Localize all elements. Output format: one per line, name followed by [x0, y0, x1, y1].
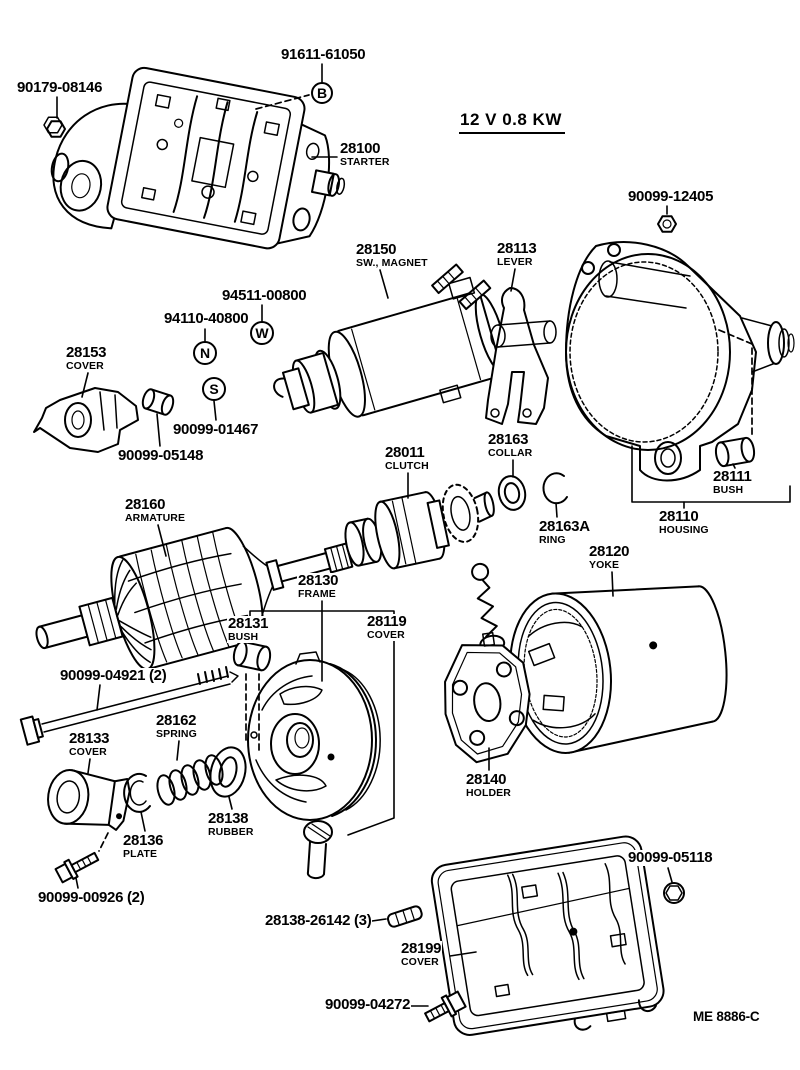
- bolt-symbol-letter: B: [317, 85, 327, 101]
- bush-28111-drawing: [714, 436, 756, 468]
- nut-90179-drawing: [43, 116, 66, 138]
- bush-05148-drawing: [141, 388, 175, 416]
- screw-symbol-letter: S: [209, 381, 218, 397]
- leader-28111: [732, 463, 736, 469]
- drawing-code: ME 8886-C: [693, 1009, 760, 1024]
- rubber-drawing: [209, 746, 247, 798]
- bolt-00926-drawing: [54, 851, 100, 884]
- leader-28162: [176, 740, 180, 761]
- dashed-cover-bolt: [98, 832, 109, 852]
- label-bolt-91611: 91611-61050: [280, 46, 367, 63]
- leader-28133: [87, 758, 91, 774]
- label-bush-05148: 90099-05148: [117, 447, 205, 464]
- leader-28113: [510, 268, 516, 292]
- leader-28150: [379, 269, 389, 299]
- label-bolt-04272: 90099-04272: [324, 996, 412, 1013]
- leader-28163A: [555, 502, 558, 518]
- cover-28153-drawing: [33, 387, 139, 453]
- label-nut-05118: 90099-05118: [627, 849, 714, 866]
- leader-05118: [667, 867, 673, 883]
- ring-drawing: [542, 472, 568, 505]
- screw-26142-drawing: [386, 905, 423, 928]
- nut-symbol-n: N: [193, 341, 217, 365]
- label-nut-01467: 90099-01467: [172, 421, 260, 438]
- lever-drawing: [485, 287, 557, 425]
- starter-assembly-drawing: [50, 66, 346, 250]
- leader-28153: [81, 372, 89, 398]
- leader-01467: [213, 400, 217, 421]
- bolt-04272-drawing: [424, 990, 467, 1023]
- dashed-housing-bush: [718, 329, 753, 436]
- magnet-switch-drawing: [273, 263, 508, 418]
- label-nut-94110: 94110-40800: [163, 310, 250, 327]
- voltage-spec-title: 12 V 0.8 KW: [459, 110, 565, 134]
- label-bolt-00926: 90099-00926 (2): [37, 889, 146, 906]
- plate-drawing: [123, 772, 151, 813]
- leader-26142: [371, 918, 387, 922]
- label-washer-94511: 94511-00800: [221, 287, 308, 304]
- washer-symbol-letter: W: [255, 325, 269, 341]
- yoke-drawing: [509, 585, 728, 754]
- frame-drawing: [247, 651, 381, 821]
- frame-plug-drawing: [303, 820, 333, 880]
- housing-bracket: [631, 445, 791, 503]
- leader-28120: [611, 571, 614, 597]
- clutch-drawing: [344, 483, 495, 570]
- label-nut-12405: 90099-12405: [627, 188, 715, 205]
- holder-drawing: [444, 562, 531, 764]
- rear-cover-drawing: [430, 835, 665, 1036]
- cover-28133-drawing: [47, 769, 131, 831]
- dashed-leader-bolt-b: [255, 94, 310, 110]
- label-nut-90179: 90179-08146: [16, 79, 104, 96]
- cover-28119-bracket: [249, 610, 395, 836]
- leader-04921: [96, 684, 101, 711]
- leader-28136: [140, 811, 146, 832]
- screw-symbol-s: S: [202, 377, 226, 401]
- bush-28131-drawing: [232, 640, 272, 672]
- nut-symbol-letter: N: [200, 345, 210, 361]
- bolt-symbol-b: B: [311, 82, 333, 104]
- label-bolt-04921: 90099-04921 (2): [59, 667, 168, 684]
- housing-drawing: [565, 241, 795, 482]
- leader-28199: [449, 951, 477, 957]
- washer-symbol-w: W: [250, 321, 274, 345]
- through-bolt-drawing: [19, 666, 239, 746]
- nut-05118-drawing: [663, 882, 685, 904]
- leader-28138: [228, 796, 233, 810]
- leader-00926: [75, 877, 79, 889]
- collar-drawing: [497, 475, 527, 511]
- leader-28160: [157, 524, 167, 557]
- label-screw-26142: 28138-26142 (3): [264, 912, 373, 929]
- nut-12405-drawing: [657, 215, 677, 233]
- leader-05148: [156, 413, 161, 447]
